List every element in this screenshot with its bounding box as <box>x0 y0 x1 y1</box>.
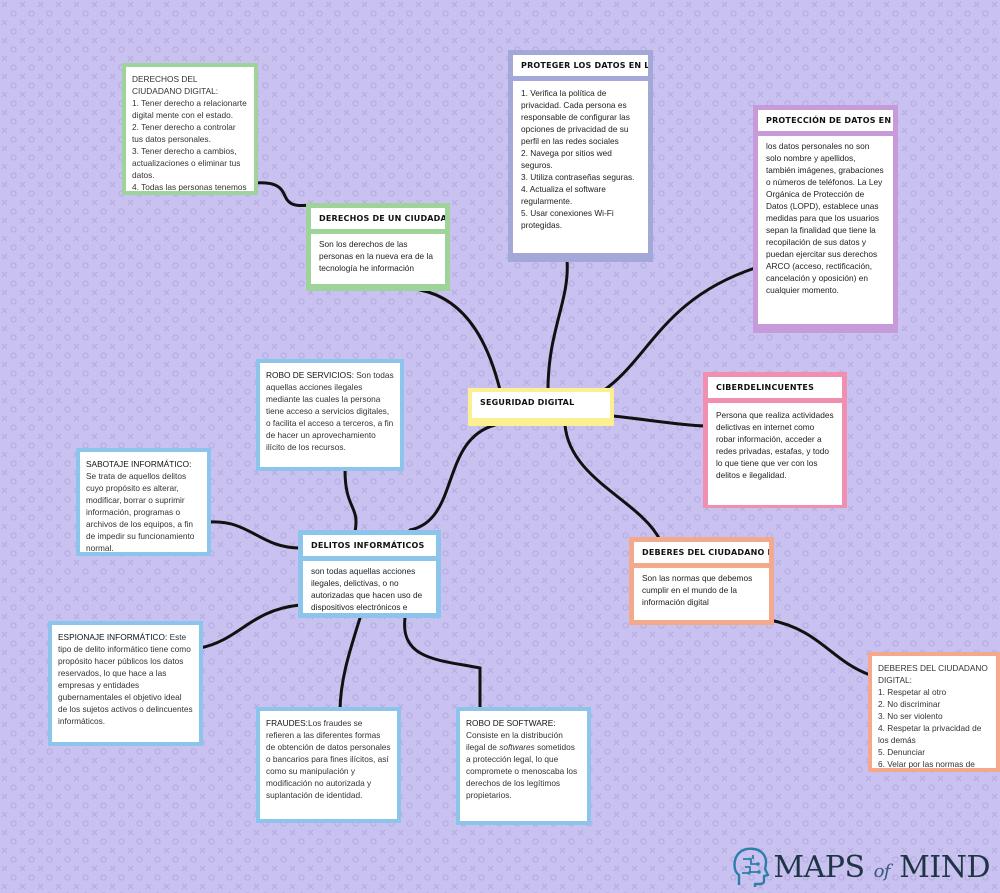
robo-software-text-b: sometidos a protección legal, lo que com… <box>466 742 578 800</box>
delitos-title: DELITOS INFORMÁTICOS <box>303 535 436 556</box>
ciber-title: CIBERDELINCUENTES <box>708 377 842 398</box>
proteger-title: PROTEGER LOS DATOS EN LA WEB <box>513 55 648 76</box>
center-title: SEGURIDAD DIGITAL <box>472 392 610 418</box>
connector-center-proteger <box>546 258 569 392</box>
robo-software-label: ROBO DE SOFTWARE: <box>466 718 556 728</box>
connector-delitos-sabotaje <box>208 520 302 550</box>
espionaje-note[interactable]: ESPIONAJE INFORMÁTICO: Este tipo de deli… <box>48 621 203 746</box>
derechos-note[interactable]: DERECHOS DEL CIUDADANO DIGITAL: 1. Tener… <box>122 63 258 195</box>
logo-text: MAPS of MIND <box>773 850 990 885</box>
center-node[interactable]: SEGURIDAD DIGITAL <box>468 388 614 426</box>
logo-maps: MAPS <box>773 849 865 885</box>
logo-mind: MIND <box>899 849 990 885</box>
delitos-node[interactable]: DELITOS INFORMÁTICOS son todas aquellas … <box>298 530 441 618</box>
brain-head-icon <box>733 847 770 887</box>
derechos-body: Son los derechos de las personas en la n… <box>311 234 445 284</box>
ciber-body: Persona que realiza actividades delictiv… <box>708 403 842 505</box>
proteccion-node[interactable]: PROTECCIÓN DE DATOS EN LA WEB los datos … <box>753 105 898 333</box>
derechos-title: DERECHOS DE UN CIUDADANO DIGITAL <box>311 208 445 229</box>
delitos-body: son todas aquellas acciones ilegales, de… <box>303 561 436 613</box>
robo-servicios-label: ROBO DE SERVICIOS: <box>266 370 354 380</box>
sabotaje-text: Se trata de aquellos delitos cuyo propós… <box>86 471 195 553</box>
connector-derechos-note <box>253 181 312 208</box>
espionaje-text: Este tipo de delito informático tiene co… <box>58 632 193 726</box>
connector-center-derechos <box>418 288 502 392</box>
deberes-title: DEBERES DEL CIUDADANO DIGITAL <box>634 542 769 563</box>
robo-servicios-note[interactable]: ROBO DE SERVICIOS: Son todas aquellas ac… <box>256 359 404 471</box>
derechos-node[interactable]: DERECHOS DE UN CIUDADANO DIGITAL Son los… <box>306 203 450 291</box>
connector-center-proteccion <box>598 266 757 395</box>
connector-center-deberes <box>563 423 662 542</box>
connector-delitos-espionaje <box>198 603 302 650</box>
connector-delitos-software <box>403 616 482 714</box>
robo-software-text-em: softwares <box>499 742 535 752</box>
connector-delitos-robo-servicios <box>343 468 358 534</box>
connector-deberes-note <box>768 618 872 677</box>
logo-of: of <box>873 860 891 882</box>
robo-software-note[interactable]: ROBO DE SOFTWARE: Consiste en la distrib… <box>456 707 591 825</box>
fraudes-label: FRAUDES: <box>266 718 308 728</box>
connector-center-ciber <box>611 414 707 428</box>
proteger-node[interactable]: PROTEGER LOS DATOS EN LA WEB 1. Verifica… <box>508 50 653 262</box>
proteger-body: 1. Verifica la política de privacidad. C… <box>513 81 648 253</box>
fraudes-text: Los fraudes se refieren a las diferentes… <box>266 718 391 800</box>
espionaje-label: ESPIONAJE INFORMÁTICO: <box>58 632 168 642</box>
maps-of-mind-logo[interactable]: MAPS of MIND <box>731 845 990 889</box>
deberes-note[interactable]: DEBERES DEL CIUDADANO DIGITAL: 1. Respet… <box>868 652 1000 772</box>
fraudes-note[interactable]: FRAUDES:Los fraudes se refieren a las di… <box>256 707 401 823</box>
deberes-node[interactable]: DEBERES DEL CIUDADANO DIGITAL Son las no… <box>629 537 774 625</box>
sabotaje-label: SABOTAJE INFORMÁTICO: <box>86 459 192 469</box>
robo-servicios-text: Son todas aquellas acciones ilegales med… <box>266 370 394 452</box>
sabotaje-note[interactable]: SABOTAJE INFORMÁTICO: Se trata de aquell… <box>76 448 211 556</box>
connector-delitos-fraudes <box>338 616 362 714</box>
deberes-body: Son las normas que debemos cumplir en el… <box>634 568 769 620</box>
robo-software-text-a: Consiste en la distribución ilegal de <box>466 730 563 752</box>
proteccion-body: los datos personales no son solo nombre … <box>758 136 893 324</box>
proteccion-title: PROTECCIÓN DE DATOS EN LA WEB <box>758 110 893 131</box>
ciber-node[interactable]: CIBERDELINCUENTES Persona que realiza ac… <box>703 372 847 508</box>
connector-center-delitos <box>408 423 497 532</box>
